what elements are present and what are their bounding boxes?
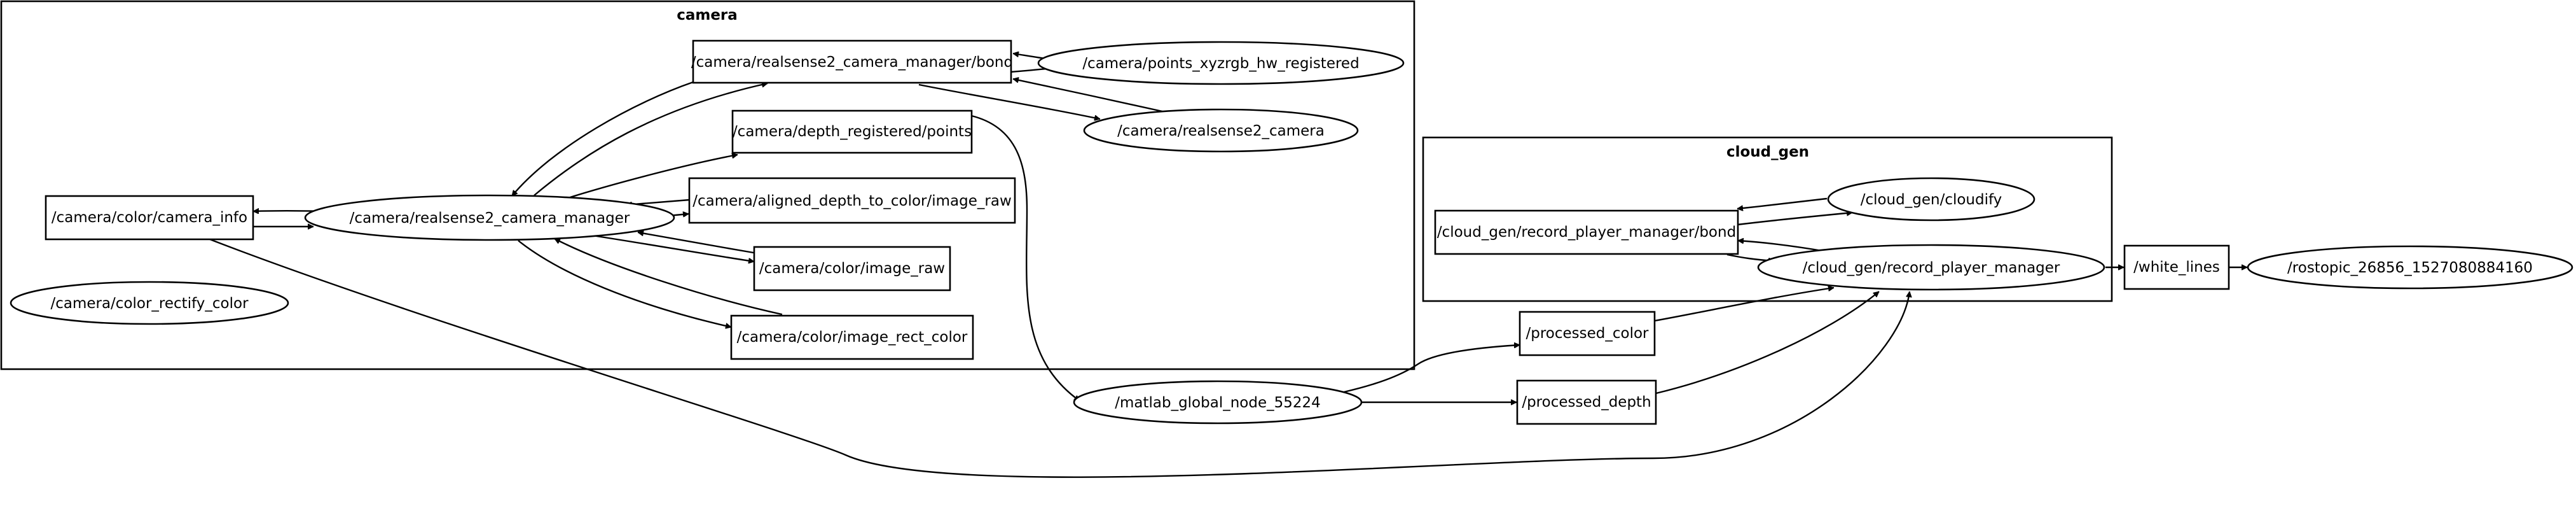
- edge-rect-to-manager: [554, 237, 783, 316]
- node-bond[interactable]: /camera/realsense2_camera_manager/bond: [691, 39, 1013, 84]
- node-depth-points[interactable]: /camera/depth_registered/points: [731, 109, 973, 154]
- cluster-camera-label: camera: [677, 7, 738, 24]
- edge-caminfo-to-cgmanager: [209, 238, 1910, 478]
- node-cg-manager-label: /cloud_gen/record_player_manager: [1803, 260, 2060, 276]
- node-aligned-depth[interactable]: /camera/aligned_depth_to_color/image_raw: [688, 177, 1016, 224]
- edge-manager-to-rect: [518, 240, 731, 327]
- node-processed-depth-label: /processed_depth: [1522, 394, 1651, 411]
- nodes: /camera/realsense2_camera_manager/bond /…: [10, 39, 2573, 425]
- node-processed-color[interactable]: /processed_color: [1519, 311, 1656, 356]
- edge-pdepth-to-cgmanager: [1655, 291, 1879, 395]
- edge-matlab-to-pcolor: [1343, 345, 1520, 393]
- node-matlab-label: /matlab_global_node_55224: [1115, 395, 1321, 411]
- node-aligned-depth-label: /camera/aligned_depth_to_color/image_raw: [692, 193, 1012, 209]
- edge-cgbond-to-cloudify: [1737, 213, 1852, 226]
- node-image-rect[interactable]: /camera/color/image_rect_color: [730, 314, 974, 360]
- node-cloudify-label: /cloud_gen/cloudify: [1861, 192, 2002, 208]
- node-color-rectify-label: /camera/color_rectify_color: [50, 295, 249, 312]
- node-image-raw[interactable]: /camera/color/image_raw: [753, 246, 951, 292]
- node-rostopic-label: /rostopic_26856_1527080884160: [2287, 260, 2533, 276]
- edge-pcolor-to-cgmanager: [1654, 288, 1834, 322]
- node-rs2-camera-label: /camera/realsense2_camera: [1117, 123, 1325, 139]
- node-camera-info[interactable]: /camera/color/camera_info: [45, 195, 254, 241]
- node-processed-color-label: /processed_color: [1526, 325, 1649, 342]
- node-white-lines[interactable]: /white_lines: [2123, 244, 2230, 290]
- node-points-xyzrgb-label: /camera/points_xyzrgb_hw_registered: [1082, 55, 1359, 72]
- cluster-camera-box: [0, 0, 1415, 370]
- node-white-lines-label: /white_lines: [2133, 259, 2220, 276]
- edge-imageraw-to-manager: [638, 232, 754, 254]
- edge-cgmanager-to-cgbond: [1738, 241, 1826, 253]
- node-cg-manager[interactable]: /cloud_gen/record_player_manager: [1757, 244, 2105, 291]
- node-matlab[interactable]: /matlab_global_node_55224: [1073, 380, 1363, 425]
- edge-bond-to-manager: [511, 81, 694, 196]
- edge-bond-to-rs2camera: [918, 83, 1100, 119]
- cluster-camera: camera: [0, 0, 1415, 370]
- cluster-cloud-gen: cloud_gen: [1422, 136, 2113, 302]
- node-rostopic[interactable]: /rostopic_26856_1527080884160: [2247, 245, 2573, 290]
- node-rs2-manager[interactable]: /camera/realsense2_camera_manager: [304, 194, 675, 241]
- node-rs2-manager-label: /camera/realsense2_camera_manager: [350, 210, 630, 227]
- node-cg-bond-label: /cloud_gen/record_player_manager/bond: [1437, 224, 1736, 241]
- edge-manager-to-depth: [565, 155, 738, 200]
- edge-depth-to-matlab: [971, 115, 1080, 402]
- cluster-cloud-gen-label: cloud_gen: [1726, 144, 1809, 160]
- edge-cloudify-to-cgbond: [1737, 197, 1828, 209]
- edge-manager-to-bond: [534, 83, 768, 196]
- node-processed-depth[interactable]: /processed_depth: [1516, 379, 1657, 425]
- node-image-rect-label: /camera/color/image_rect_color: [737, 329, 968, 346]
- node-points-xyzrgb[interactable]: /camera/points_xyzrgb_hw_registered: [1037, 41, 1405, 85]
- edge-rs2camera-to-bond: [1013, 79, 1163, 113]
- edges: [209, 53, 2247, 478]
- node-camera-info-label: /camera/color/camera_info: [52, 209, 247, 226]
- node-image-raw-label: /camera/color/image_raw: [759, 260, 945, 277]
- node-color-rectify[interactable]: /camera/color_rectify_color: [10, 281, 289, 325]
- node-bond-label: /camera/realsense2_camera_manager/bond: [691, 54, 1013, 71]
- node-cloudify[interactable]: /cloud_gen/cloudify: [1827, 177, 2035, 221]
- node-depth-points-label: /camera/depth_registered/points: [733, 123, 972, 140]
- node-rs2-camera[interactable]: /camera/realsense2_camera: [1083, 108, 1359, 153]
- node-cg-bond[interactable]: /cloud_gen/record_player_manager/bond: [1434, 209, 1739, 255]
- cluster-cloud-gen-box: [1422, 136, 2113, 302]
